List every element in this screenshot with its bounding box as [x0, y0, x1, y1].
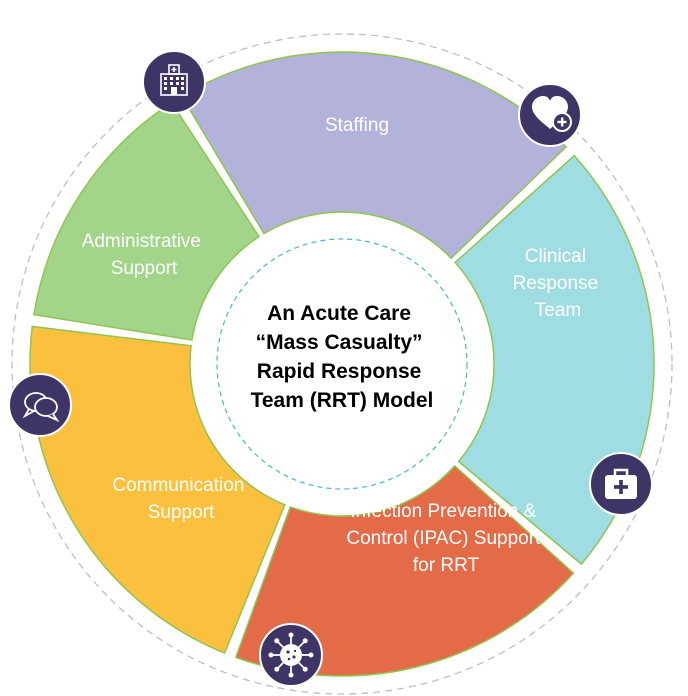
heart-plus-icon — [518, 83, 582, 147]
outer-dashed-ring — [11, 33, 673, 695]
segment-label-administrative-support: Administrative Support — [82, 231, 207, 279]
center-circle — [193, 215, 491, 513]
segment-label-clinical-response-team: Clinical Response Team — [513, 246, 604, 321]
hospital-building-icon — [142, 50, 206, 114]
segment-communication-support — [29, 325, 286, 655]
virus-icon — [259, 623, 323, 687]
medical-kit-icon — [589, 452, 653, 516]
segment-label-ipac-support: Infection Prevention & Control (IPAC) Su… — [346, 501, 545, 576]
speech-bubbles-icon — [8, 373, 72, 437]
segment-label-staffing: Staffing — [325, 115, 389, 136]
segment-label-communication-support: Communication Support — [112, 475, 249, 523]
center-dashed-ring — [216, 238, 468, 490]
center-title: An Acute Care “Mass Casualty” Rapid Resp… — [251, 302, 434, 412]
